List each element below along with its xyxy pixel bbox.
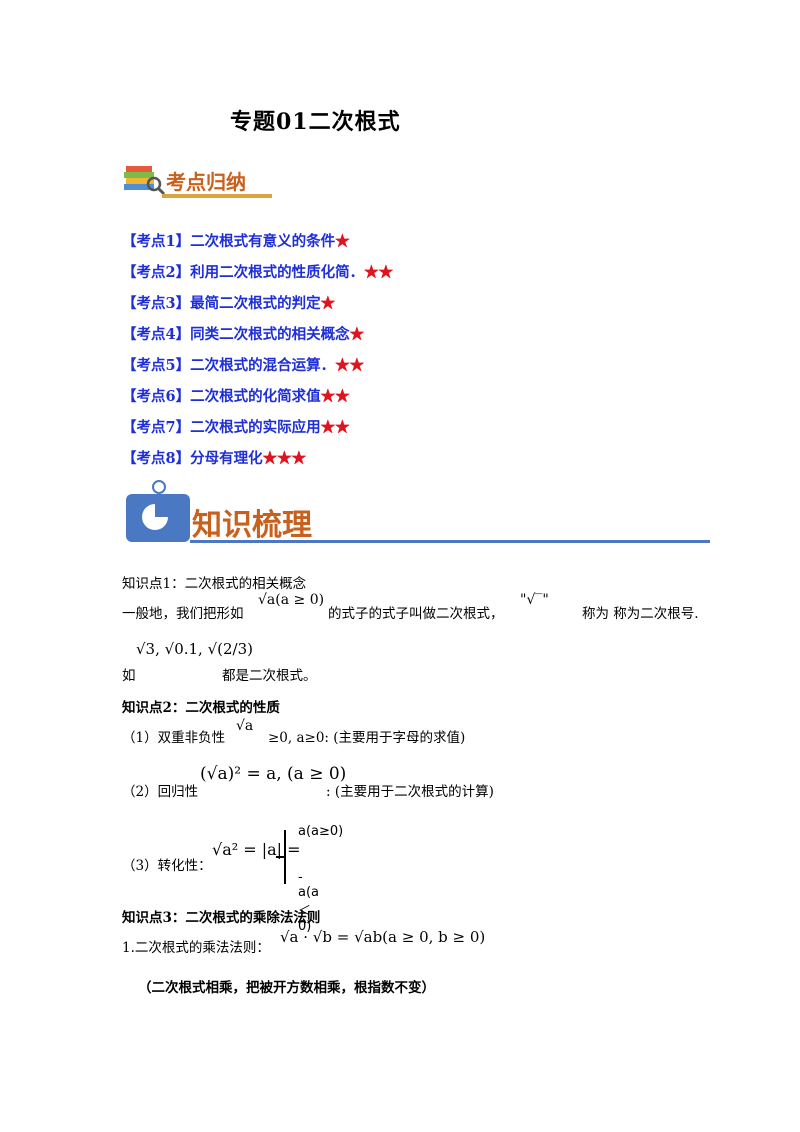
k1-text-b: 的式子的式子叫做二次根式， [328, 606, 504, 622]
section-label: 考点归纳 [166, 170, 246, 194]
k3-rule-label: 1.二次根式的乘法法则： [122, 940, 270, 956]
k2-p2-label: （2）回归性 [122, 784, 199, 800]
case-negative: -a(a＜0) [298, 870, 320, 934]
kaodian-item: 【考点3】最简二次根式的判定★ [122, 295, 336, 312]
page-title: 专题01二次根式 [230, 109, 401, 135]
section-underline [162, 194, 272, 198]
k2-heading: 知识点2：二次根式的性质 [122, 700, 280, 716]
kaodian-item: 【考点4】同类二次根式的相关概念★ [122, 326, 365, 343]
star-rating: ★★ [335, 357, 365, 374]
k2-p2-formula: (√a)² = a, (a ≥ 0) [200, 764, 347, 784]
kaodian-item: 【考点7】二次根式的实际应用★★ [122, 419, 350, 436]
star-rating: ★★ [320, 388, 350, 405]
pie-chart-icon [126, 480, 190, 542]
kaodian-item: 【考点1】二次根式有意义的条件★ [122, 233, 350, 250]
k2-p1-formula: √a [236, 718, 254, 734]
case-nonnegative: a(a≥0) [298, 824, 344, 839]
k3-heading: 知识点3：二次根式的乘除法法则 [122, 910, 321, 926]
kaodian-list: 【考点1】二次根式有意义的条件★ 【考点2】利用二次根式的性质化简．★★ 【考点… [122, 230, 393, 478]
k1-text-d: 如 [122, 668, 136, 684]
k1-text-c: 称为 称为二次根号. [582, 606, 699, 622]
k1-formula: √a(a ≥ 0) [258, 592, 325, 608]
section-banner-kaodian: 考点归纳 [122, 158, 272, 204]
books-magnifier-icon [124, 166, 166, 196]
k3-note: （二次根式相乘，把被开方数相乘，根指数不变） [138, 980, 435, 996]
k2-p3-formula: √a² = |a| = [212, 840, 301, 859]
k1-text-a: 一般地，我们把形如 [122, 606, 244, 622]
kaodian-item: 【考点8】分母有理化★★★ [122, 450, 307, 467]
kaodian-item: 【考点5】二次根式的混合运算．★★ [122, 357, 365, 374]
kaodian-item: 【考点6】二次根式的化简求值★★ [122, 388, 350, 405]
star-rating: ★ [349, 326, 365, 343]
section-underline [190, 540, 710, 543]
k2-p1-label: （1）双重非负性 [122, 730, 226, 746]
k2-p3-label: （3）转化性： [122, 858, 212, 874]
kaodian-item: 【考点2】利用二次根式的性质化简．★★ [122, 264, 394, 281]
section-banner-zhishi: 知识梳理 [120, 480, 710, 548]
k1-text-e: 都是二次根式。 [222, 668, 317, 684]
k2-p2-text: : (主要用于二次根式的计算) [326, 784, 494, 800]
k1-examples: √3, √0.1, √(2/3) [136, 640, 253, 658]
k1-heading: 知识点1：二次根式的相关概念 [122, 576, 307, 592]
star-rating: ★ [335, 233, 350, 250]
star-rating: ★★★ [262, 450, 307, 467]
radical-symbol: "√‾" [520, 592, 549, 608]
section-label: 知识梳理 [192, 508, 312, 543]
star-rating: ★★ [364, 264, 394, 281]
k3-rule-formula: √a · √b = √ab(a ≥ 0, b ≥ 0) [280, 928, 486, 946]
star-rating: ★ [320, 295, 336, 312]
k2-p1-text: ≥0, a≥0: (主要用于字母的求值) [268, 730, 466, 746]
star-rating: ★★ [320, 419, 350, 436]
